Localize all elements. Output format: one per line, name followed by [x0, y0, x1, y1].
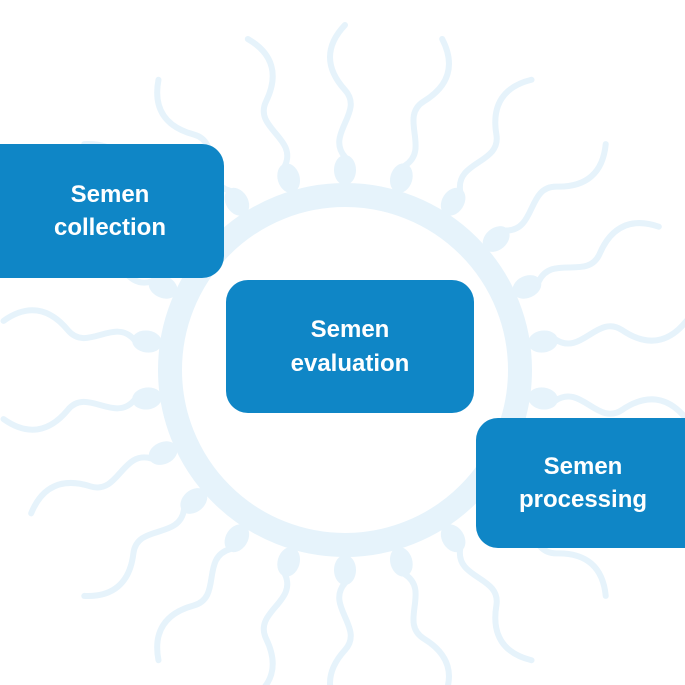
sperm-cell-icon — [244, 35, 301, 193]
sperm-cell-icon — [528, 387, 685, 423]
sperm-cell-icon — [28, 441, 178, 517]
sperm-cell-icon — [482, 141, 609, 252]
ring-outline — [158, 183, 532, 557]
sperm-cell-icon — [440, 76, 535, 216]
sperm-cell-icon — [327, 22, 356, 185]
sperm-cell-icon — [81, 488, 208, 599]
sperm-cell-icon — [389, 35, 452, 193]
sperm-cell-icon — [0, 387, 162, 433]
stage-semen-evaluation: Semen evaluation — [226, 280, 474, 413]
stage-semen-collection: Semen collection — [0, 144, 224, 278]
stage-label-line-2: collection — [53, 214, 167, 241]
stage-label-line-1: Semen — [310, 316, 390, 344]
sperm-cell-icon — [528, 317, 685, 353]
stage-label-line-1: Semen — [70, 180, 150, 208]
sperm-cell-icon — [244, 547, 301, 685]
sperm-cell-icon — [154, 524, 250, 664]
sperm-cell-icon — [389, 547, 452, 685]
sperm-cell-icon — [440, 524, 535, 664]
stage-label-line-2: evaluation — [290, 349, 410, 377]
sperm-cell-icon — [0, 307, 162, 353]
stage-semen-processing: Semen processing — [476, 418, 685, 548]
sperm-cell-icon — [327, 555, 356, 685]
stage-label-line-2: processing — [518, 486, 648, 513]
sperm-cell-icon — [512, 220, 662, 299]
stage-label-line-1: Semen — [543, 452, 623, 480]
